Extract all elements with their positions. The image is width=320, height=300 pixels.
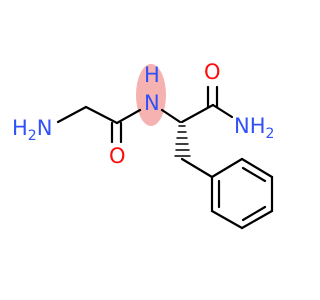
bond-n-calpha: [160, 108, 182, 124]
structure-diagram: H2N O H N O NH2: [12, 60, 274, 230]
bond-ch2-ring: [180, 157, 214, 179]
svg-text:H: H: [144, 63, 160, 87]
svg-text:H2N: H2N: [12, 116, 52, 144]
benzene-ring: [210, 157, 274, 230]
atom-carbonyl-o-left: O: [109, 144, 126, 168]
svg-text:N: N: [144, 91, 160, 115]
svg-text:NH2: NH2: [234, 114, 274, 142]
bond-c-n: [115, 108, 142, 125]
bond-n-ch2: [56, 105, 88, 124]
bonds: [56, 85, 274, 230]
bond-ch2-c: [84, 105, 119, 125]
stereo-hashed-bond: [174, 125, 191, 157]
atom-amide-nh: H N: [144, 63, 160, 115]
atom-amine-left: H2N: [12, 116, 52, 144]
bond-c-nh2: [211, 103, 234, 119]
atom-carbonyl-o-right: O: [204, 60, 221, 84]
molecule-canvas: H2N O H N O NH2: [12, 60, 274, 230]
nh-highlight: [136, 64, 166, 126]
atom-amide-nh2: NH2: [234, 114, 274, 142]
